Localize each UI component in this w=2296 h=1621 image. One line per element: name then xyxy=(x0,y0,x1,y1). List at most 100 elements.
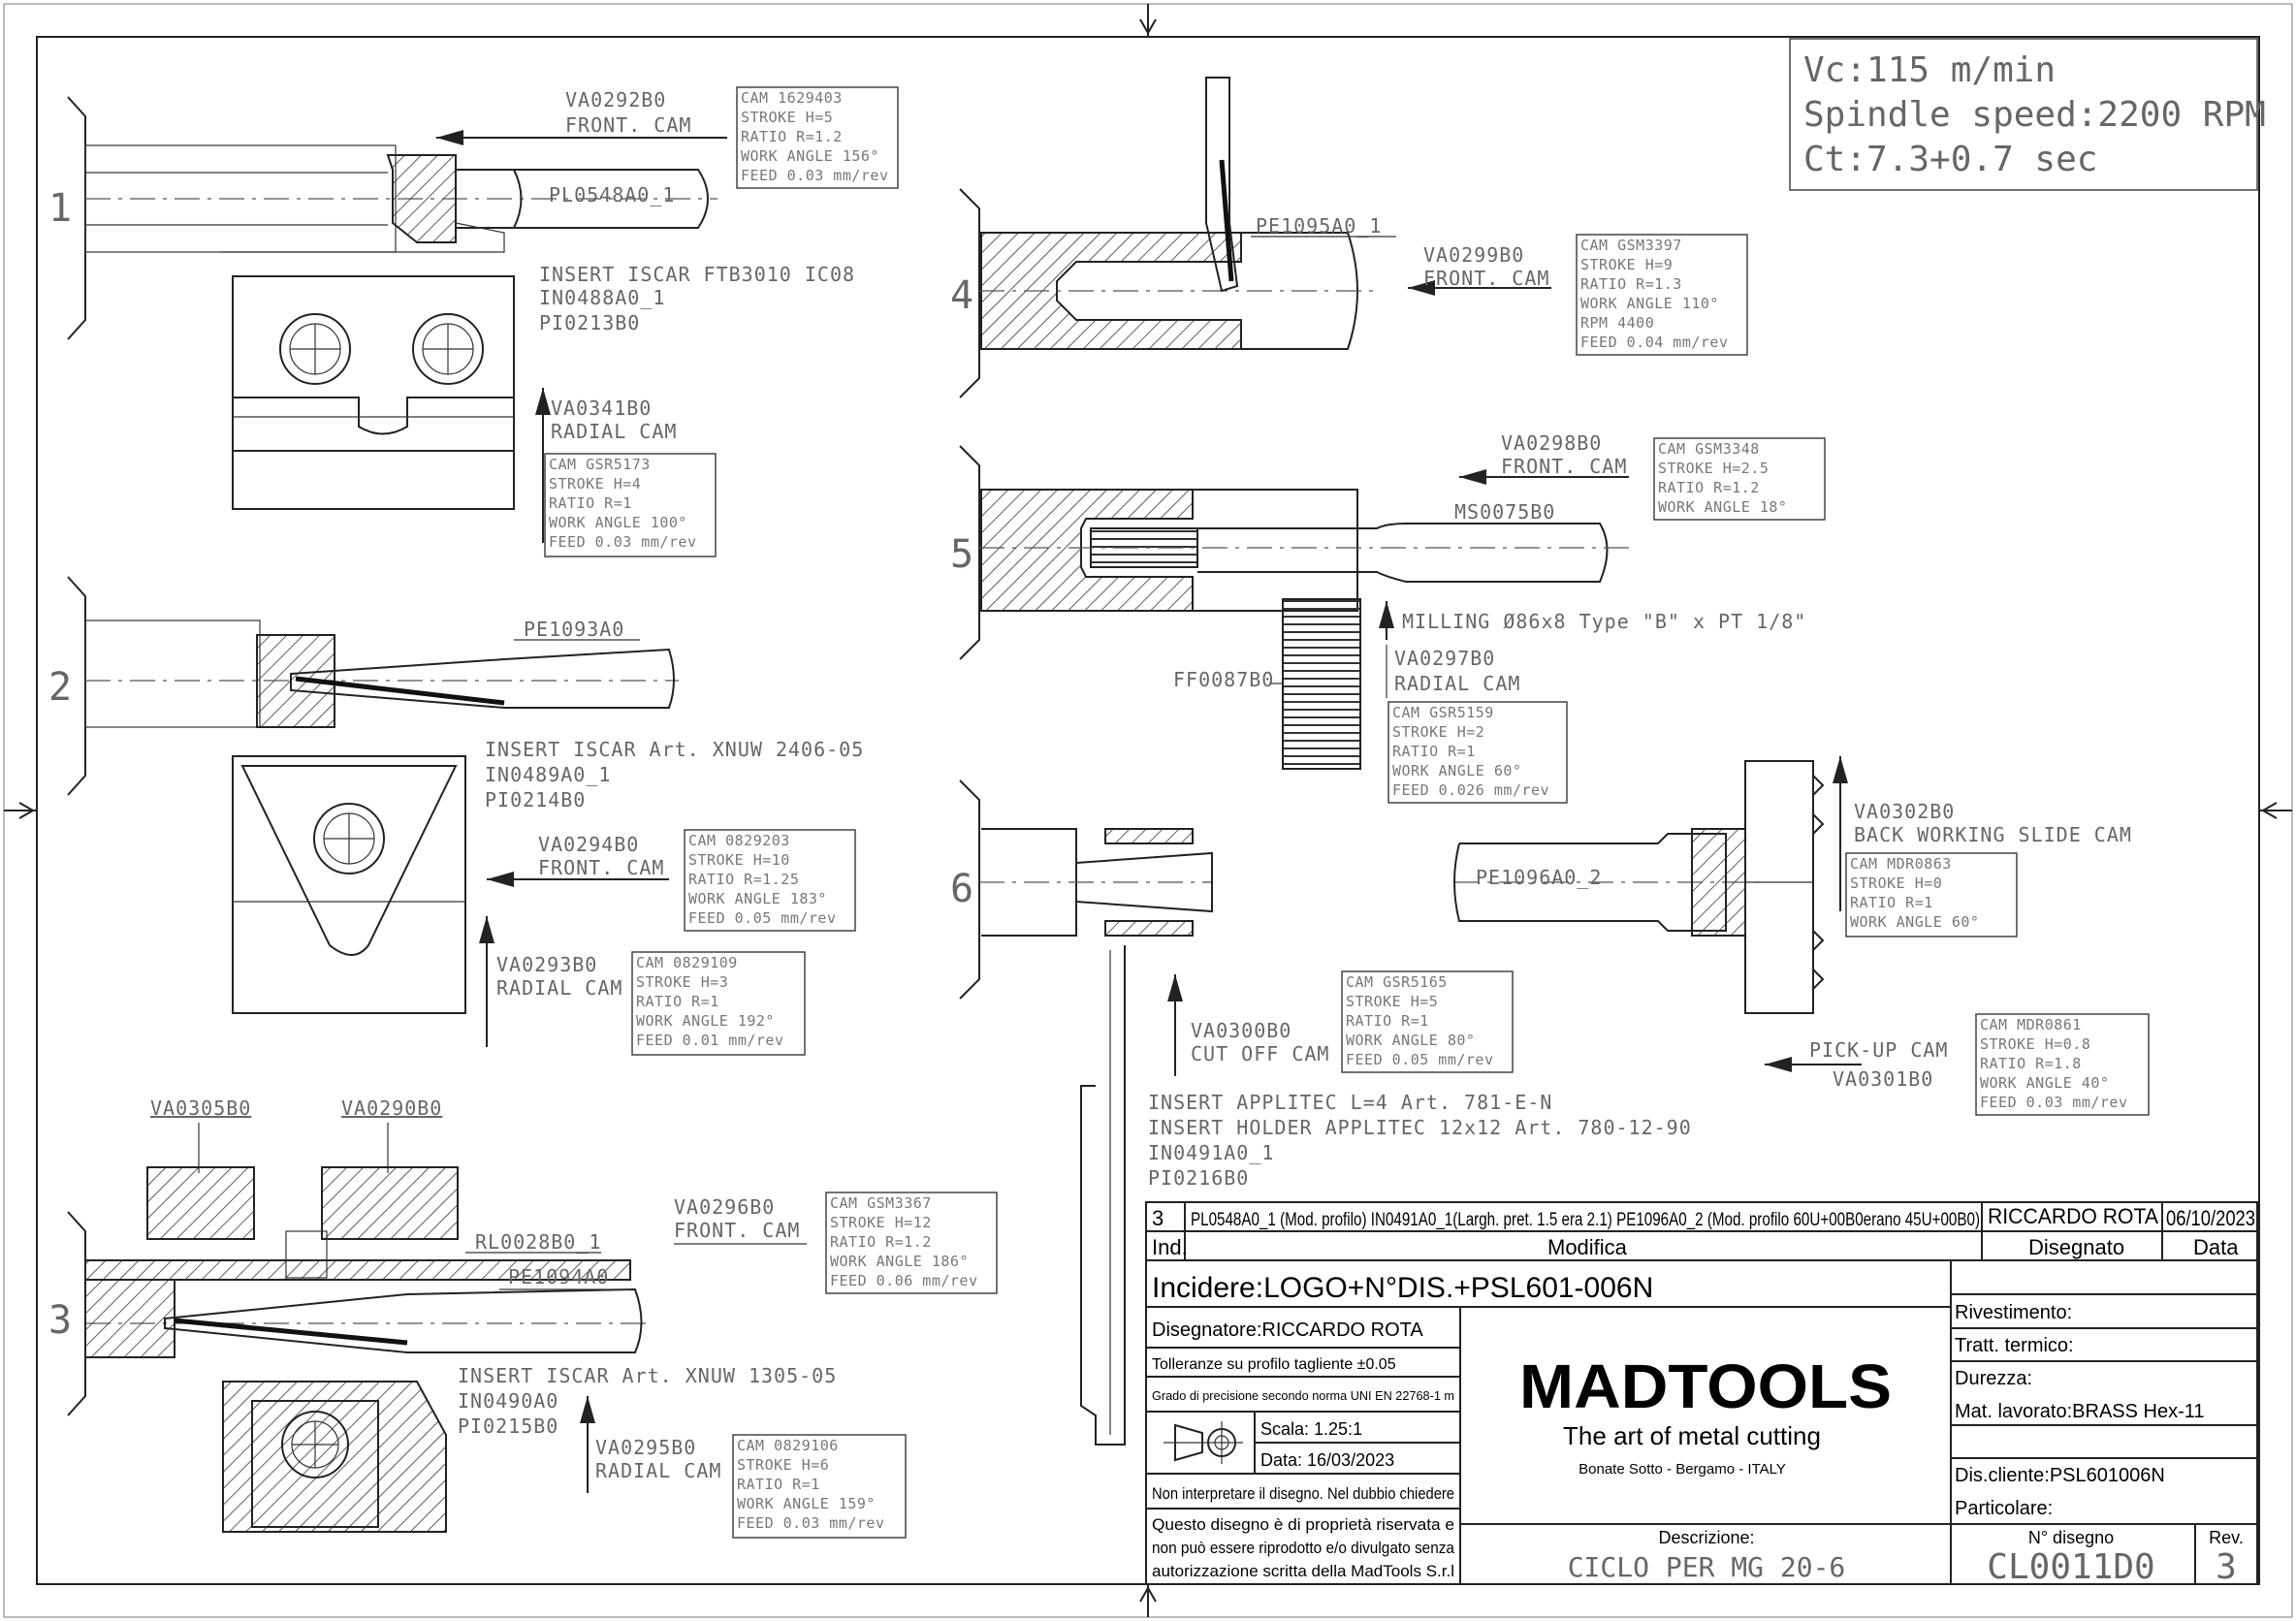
s6-back-name: VA0302B0 xyxy=(1854,800,1955,823)
s3-cam-box-l5: FEED 0.06 mm/rev xyxy=(830,1272,978,1289)
s5-cam-box-l4: WORK ANGLE 18° xyxy=(1658,498,1787,516)
madtools-logo: MADTOOLS xyxy=(1519,1351,1892,1421)
header-disegnato: Disegnato xyxy=(2028,1235,2124,1259)
s3-cam-box-l3: RATIO R=1.2 xyxy=(830,1233,932,1251)
s1-radial-name: VA0341B0 xyxy=(551,397,652,420)
station-5-number: 5 xyxy=(950,532,973,577)
s1-cam-type: FRONT. CAM xyxy=(565,113,691,137)
station-3-number: 3 xyxy=(48,1298,72,1343)
s5-radial-box-l2: STROKE H=2 xyxy=(1392,723,1484,741)
s6-cut-box-l3: RATIO R=1 xyxy=(1346,1012,1429,1030)
s2-insert-l2: IN0489A0_1 xyxy=(485,763,611,786)
station-2: 2 PE1093A0 INSERT ISCAR Art. XNUW 2406-0… xyxy=(48,576,863,1056)
s2-radial-box-l3: RATIO R=1 xyxy=(636,993,719,1010)
dis-cliente-text: Dis.cliente:PSL601006N xyxy=(1955,1465,2165,1486)
s6-cut-box-l1: CAM GSR5165 xyxy=(1346,973,1448,991)
ndis-value: CL0011D0 xyxy=(1987,1547,2154,1587)
s6-insert-l4: PI0216B0 xyxy=(1148,1166,1249,1190)
s5-cam-box-l1: CAM GSM3348 xyxy=(1658,440,1760,458)
s6-pick-box-l3: RATIO R=1.8 xyxy=(1980,1055,2082,1072)
s6-cut-box-l2: STROKE H=5 xyxy=(1346,993,1438,1010)
s4-cam-box-l6: FEED 0.04 mm/rev xyxy=(1580,334,1729,351)
s5-cam-name: VA0298B0 xyxy=(1501,431,1602,455)
s2-radial-box-l5: FEED 0.01 mm/rev xyxy=(636,1032,784,1049)
s1-radial-type: RADIAL CAM xyxy=(551,420,677,443)
proprieta-l1: Questo disegno è di proprietà riservata … xyxy=(1152,1515,1454,1534)
tolleranze-text: Tolleranze su profilo tagliente ±0.05 xyxy=(1152,1356,1396,1373)
s5-ff: FF0087B0 xyxy=(1173,668,1274,691)
scala-text: Scala: 1.25:1 xyxy=(1260,1419,1362,1439)
s2-radial-type: RADIAL CAM xyxy=(496,976,622,1000)
s5-cam-box-l3: RATIO R=1.2 xyxy=(1658,479,1760,496)
s5-radial-box-l3: RATIO R=1 xyxy=(1392,743,1476,760)
s6-pick-box-l1: CAM MDR0861 xyxy=(1980,1016,2082,1033)
rev-label: Rev. xyxy=(2209,1528,2244,1547)
data-dis-text: Data: 16/03/2023 xyxy=(1260,1450,1394,1470)
s1-insert-l3: PI0213B0 xyxy=(539,311,640,334)
s3-insert-l2: IN0490A0 xyxy=(458,1389,558,1413)
s4-cam-box-l3: RATIO R=1.3 xyxy=(1580,275,1682,293)
s2-radial-box-l2: STROKE H=3 xyxy=(636,973,728,991)
s6-part: PE1096A0_2 xyxy=(1476,866,1602,889)
s1-cam-box-l2: STROKE H=5 xyxy=(741,109,833,126)
s5-radial-box-l1: CAM GSR5159 xyxy=(1392,704,1494,721)
s6-back-box-l2: STROKE H=0 xyxy=(1850,874,1942,892)
s3-cam-box-l4: WORK ANGLE 186° xyxy=(830,1253,969,1270)
station-4-number: 4 xyxy=(950,273,973,318)
rev-by-cell: RICCARDO ROTA xyxy=(1988,1204,2158,1228)
non-interpretare-text: Non interpretare il disegno. Nel dubbio … xyxy=(1152,1484,1454,1503)
s3-insert-l3: PI0215B0 xyxy=(458,1414,558,1438)
s3-radial-box-l3: RATIO R=1 xyxy=(737,1476,820,1493)
s3-top-right: VA0290B0 xyxy=(341,1097,442,1120)
s1-cam-name: VA0292B0 xyxy=(565,88,666,111)
spindle-text: Spindle speed:2200 RPM xyxy=(1803,95,2266,135)
s3-cam-box-l1: CAM GSM3367 xyxy=(830,1194,932,1212)
cutting-params-box: Vc:115 m/min Spindle speed:2200 RPM Ct:7… xyxy=(1789,38,2266,191)
s6-pick-box-l2: STROKE H=0.8 xyxy=(1980,1035,2090,1053)
station-1-number: 1 xyxy=(48,186,72,231)
s2-cam-box-l1: CAM 0829203 xyxy=(688,832,790,849)
tratt-text: Tratt. termico: xyxy=(1955,1335,2074,1356)
durezza-text: Durezza: xyxy=(1955,1368,2032,1389)
s5-milling: MILLING Ø86x8 Type "B" x PT 1/8" xyxy=(1402,610,1806,633)
proprieta-l2: non può essere riprodotto e/o divulgato … xyxy=(1152,1539,1454,1557)
station-2-number: 2 xyxy=(48,665,72,710)
s3-radial-box-l5: FEED 0.03 mm/rev xyxy=(737,1514,885,1532)
s1-insert-l2: IN0488A0_1 xyxy=(539,286,665,309)
s1-radial-box-l3: RATIO R=1 xyxy=(549,494,632,512)
rivestimento-text: Rivestimento: xyxy=(1955,1302,2072,1323)
s3-rl: RL0028B0_1 xyxy=(475,1230,601,1254)
s3-part: PE1094A0 xyxy=(508,1265,609,1288)
station-6-number: 6 xyxy=(950,867,973,911)
s2-cam-type: FRONT. CAM xyxy=(538,856,664,879)
s6-cut-box-l4: WORK ANGLE 80° xyxy=(1346,1032,1475,1049)
header-data: Data xyxy=(2193,1235,2239,1259)
vc-text: Vc:115 m/min xyxy=(1803,50,2056,90)
ndis-label: N° disegno xyxy=(2028,1528,2114,1547)
s1-radial-box-l5: FEED 0.03 mm/rev xyxy=(549,533,697,551)
s6-pick-type: PICK-UP CAM xyxy=(1809,1038,1948,1062)
s2-part: PE1093A0 xyxy=(524,618,624,641)
particolare-text: Particolare: xyxy=(1955,1498,2053,1519)
title-block: 3 PL0548A0_1 (Mod. profilo) IN0491A0_1(L… xyxy=(1145,1201,2258,1587)
s3-radial-box-l4: WORK ANGLE 159° xyxy=(737,1495,876,1512)
s3-radial-name: VA0295B0 xyxy=(595,1436,696,1459)
projection-symbol-icon xyxy=(1164,1421,1243,1464)
station-5: 5 VA0298B0 FRONT. CAM CAM GSM3348 STROKE… xyxy=(950,431,1826,804)
s5-radial-type: RADIAL CAM xyxy=(1394,672,1520,695)
mat-text: Mat. lavorato:BRASS Hex-11 xyxy=(1955,1401,2205,1422)
s3-cam-type: FRONT. CAM xyxy=(674,1219,800,1242)
s3-radial-box-l1: CAM 0829106 xyxy=(737,1437,839,1454)
s4-cam-box-l4: WORK ANGLE 110° xyxy=(1580,295,1719,312)
s1-cam-box-l4: WORK ANGLE 156° xyxy=(741,147,879,165)
header-ind: Ind. xyxy=(1152,1235,1188,1259)
s1-cam-box-l3: RATIO R=1.2 xyxy=(741,128,843,145)
s6-back-box-l1: CAM MDR0863 xyxy=(1850,855,1952,873)
s4-cam-name: VA0299B0 xyxy=(1423,243,1524,267)
s2-cam-box-l5: FEED 0.05 mm/rev xyxy=(688,909,837,927)
s6-pick-box-l5: FEED 0.03 mm/rev xyxy=(1980,1094,2128,1111)
s1-radial-box-l4: WORK ANGLE 100° xyxy=(549,514,687,531)
s2-radial-box-l1: CAM 0829109 xyxy=(636,954,738,971)
s6-insert-l3: IN0491A0_1 xyxy=(1148,1141,1274,1164)
